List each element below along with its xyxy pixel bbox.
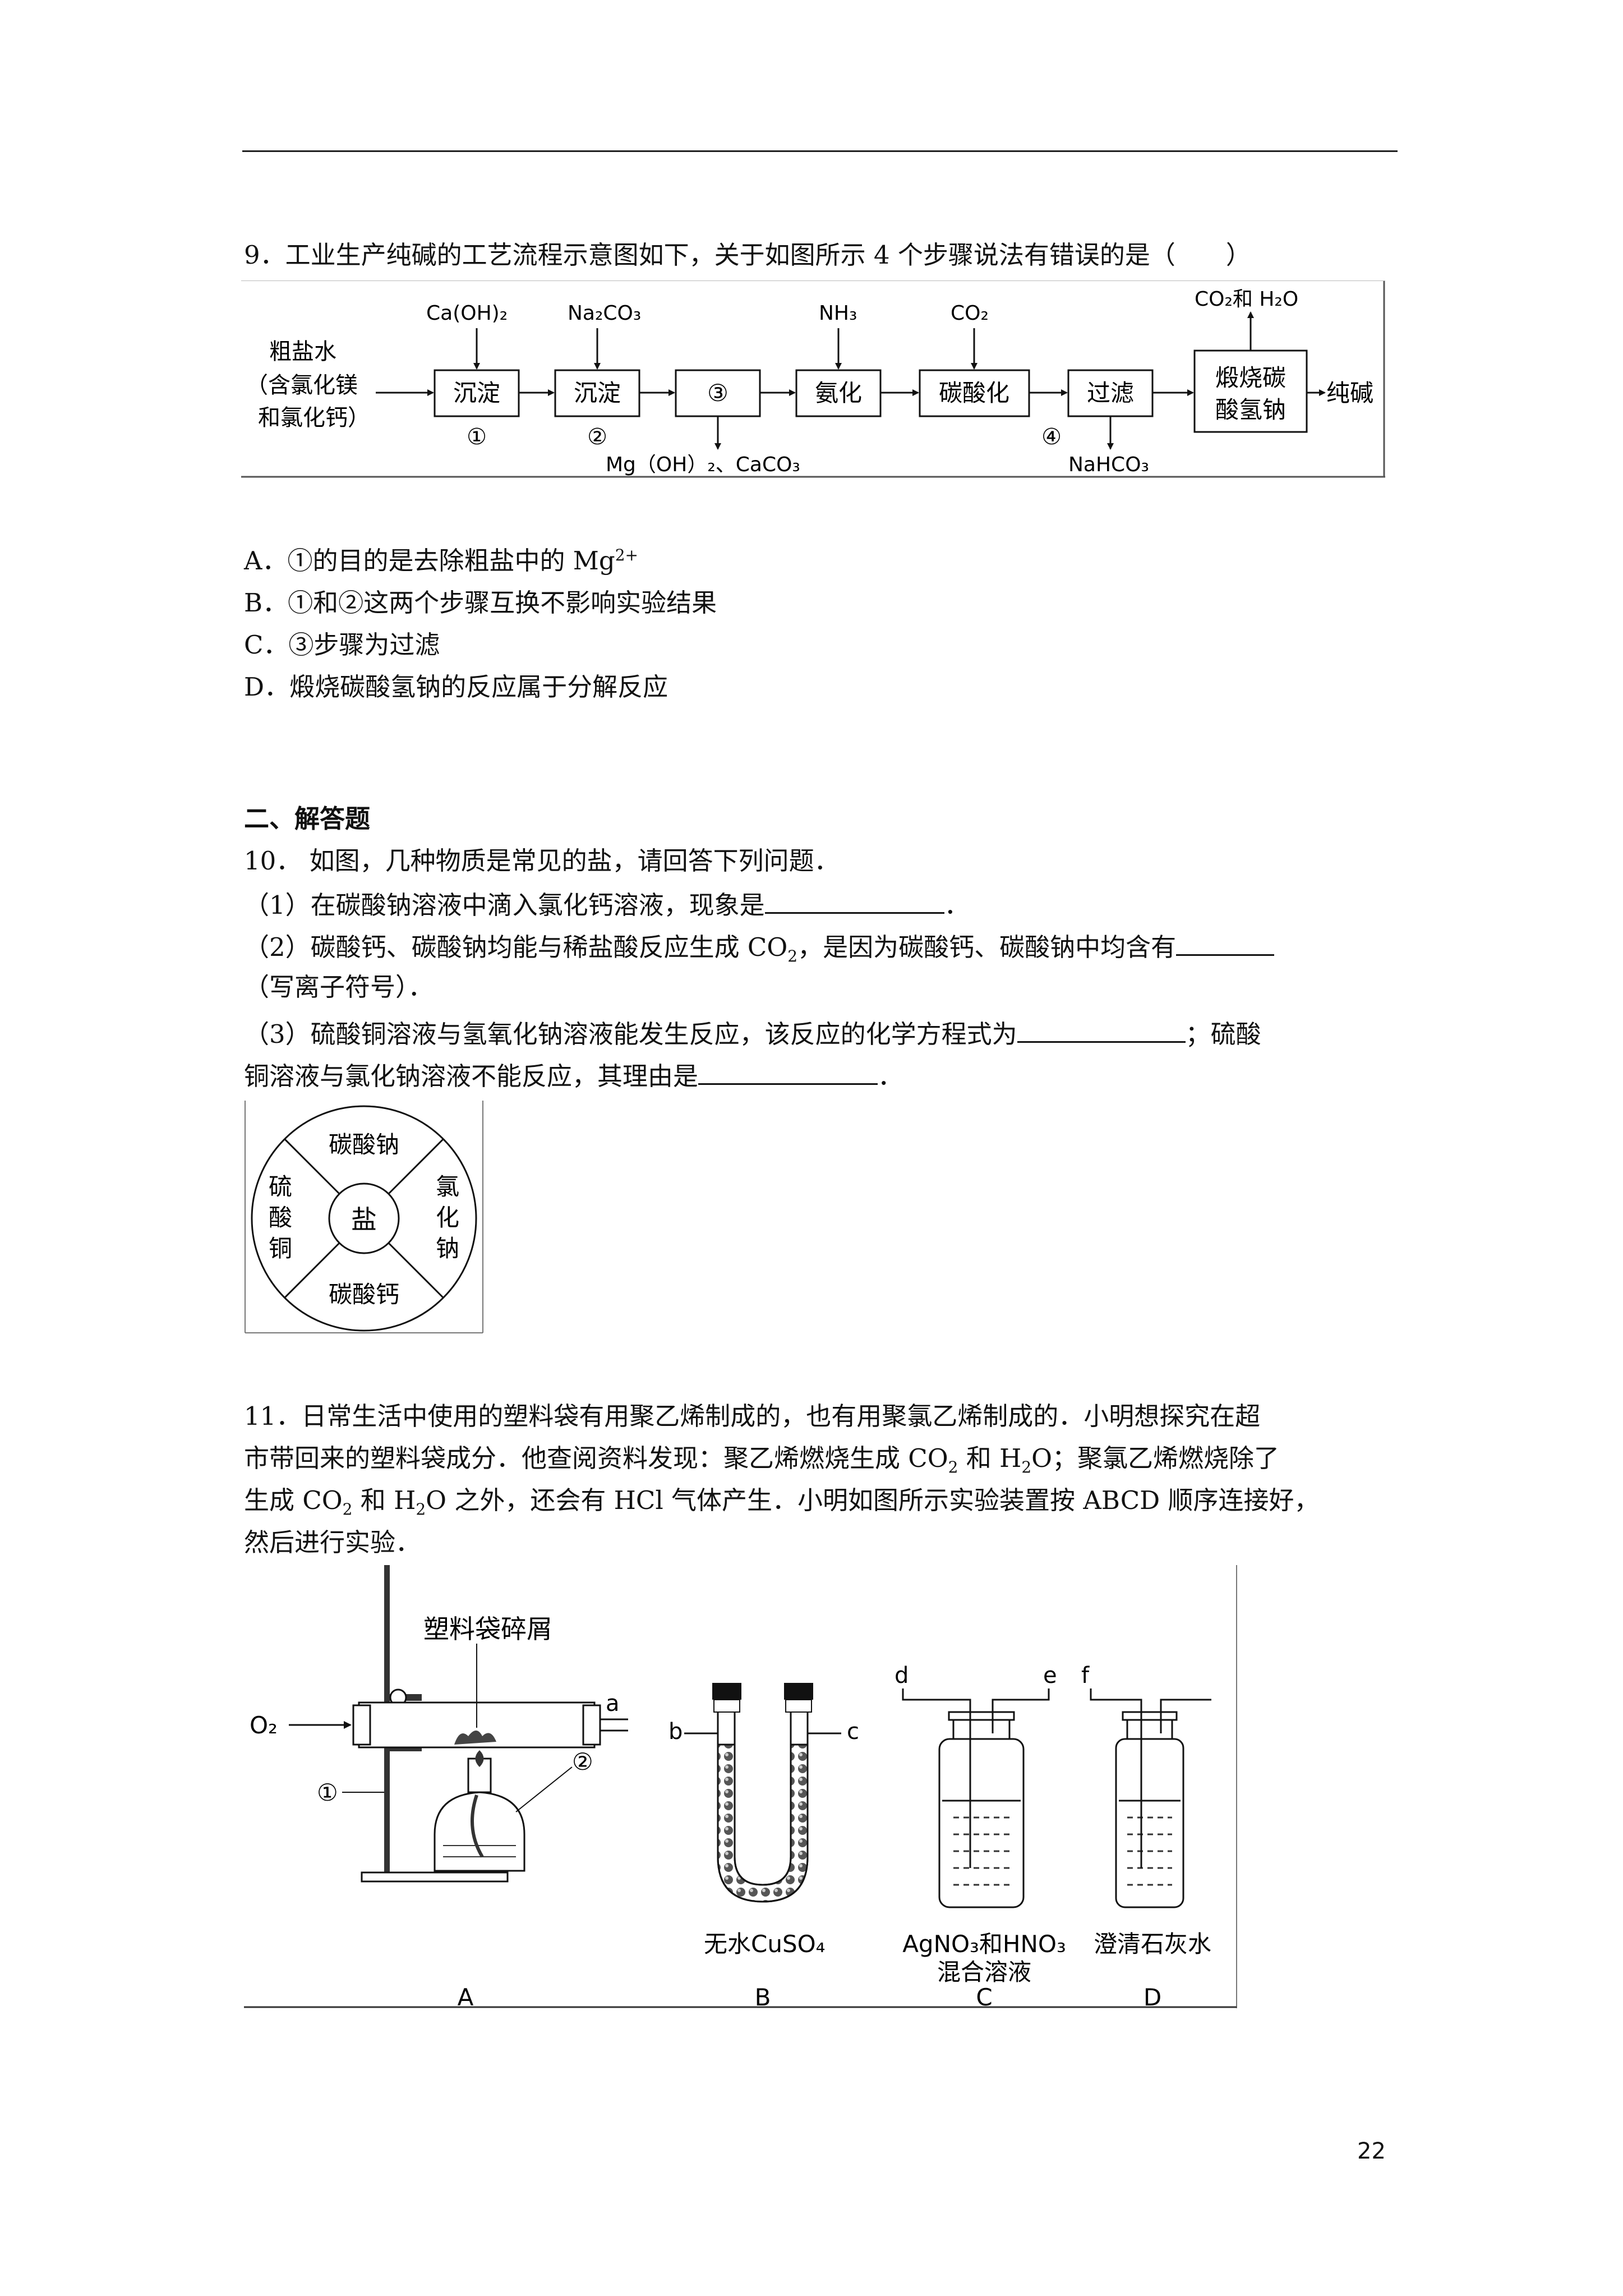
q9-option-c: C．③步骤为过滤 xyxy=(244,630,440,660)
q10-part1: （1）在碳酸钠溶液中滴入氯化钙溶液，现象是． xyxy=(244,886,970,922)
apparatus-e: e xyxy=(1043,1663,1057,1688)
flow-in-5: CO₂ xyxy=(951,302,989,325)
apparatus-b: b xyxy=(668,1719,683,1745)
flow-out-3: Mg（OH）₂、CaCO₃ xyxy=(606,453,800,476)
apparatus-f: f xyxy=(1081,1663,1090,1688)
q9-option-b: B．①和②这两个步骤互换不影响实验结果 xyxy=(244,588,717,618)
flow-step-2: ② xyxy=(587,424,607,450)
flow-box-3: ③ xyxy=(707,379,728,407)
wheel-bottom: 碳酸钙 xyxy=(329,1281,399,1308)
label-b: 无水CuSO₄ xyxy=(704,1930,826,1958)
apparatus-c: c xyxy=(847,1719,859,1745)
q10-part2: （2）碳酸钙、碳酸钠均能与稀盐酸反应生成 CO2，是因为碳酸钙、碳酸钠中均含有 xyxy=(244,928,1275,964)
answer-blank-3[interactable] xyxy=(1017,1015,1186,1043)
flow-in-4: NH₃ xyxy=(819,302,857,325)
q11-line2: 市带回来的塑料袋成分．他查阅资料发现：聚乙烯燃烧生成 CO2 和 H2O；聚氯乙… xyxy=(244,1443,1280,1476)
label-c-2: 混合溶液 xyxy=(937,1958,1031,1986)
salt-wheel-diagram: 盐 碳酸钠 碳酸钙 氯 化 钠 硫 酸 铜 xyxy=(245,1101,483,1333)
wheel-center: 盐 xyxy=(351,1204,377,1235)
flow-step-1: ① xyxy=(467,424,487,450)
caption-b: B xyxy=(755,1984,771,2011)
flow-feed-2: （含氯化镁 xyxy=(246,372,358,398)
q10-part3-line2: 铜溶液与氯化钠溶液不能反应，其理由是． xyxy=(244,1057,903,1093)
wheel-right-3: 钠 xyxy=(436,1235,459,1262)
apparatus-title: 塑料袋碎屑 xyxy=(423,1614,552,1644)
q11-line3: 生成 CO2 和 H2O 之外，还会有 HCl 气体产生．小明如图所示实验装置按… xyxy=(244,1485,1320,1519)
wheel-left-2: 酸 xyxy=(269,1204,292,1231)
flow-product: 纯碱 xyxy=(1326,379,1373,407)
apparatus-mark-1: ① xyxy=(317,1779,338,1806)
flow-out-6: NaHCO₃ xyxy=(1068,453,1149,476)
section-heading: 二、解答题 xyxy=(244,804,371,834)
answer-blank-2[interactable] xyxy=(1176,928,1275,956)
wheel-left-1: 硫 xyxy=(269,1173,292,1200)
q10-part2-line2: （写离子符号）． xyxy=(244,972,434,1002)
apparatus-mark-2: ② xyxy=(572,1748,593,1775)
flow-out-7: CO₂和 H₂O xyxy=(1195,288,1298,311)
apparatus-a: a xyxy=(606,1691,620,1717)
flow-box-1: 沉淀 xyxy=(453,379,500,407)
page-number: 22 xyxy=(1357,2138,1386,2164)
wheel-right-1: 氯 xyxy=(436,1173,459,1200)
label-d: 澄清石灰水 xyxy=(1094,1930,1211,1958)
q9-flow-diagram: 粗盐水 （含氯化镁 和氯化钙） 沉淀 沉淀 ③ 氨化 碳酸化 过滤 煅烧碳 酸氢… xyxy=(241,280,1385,478)
flow-box-6: 过滤 xyxy=(1087,379,1134,407)
answer-blank-1[interactable] xyxy=(764,886,944,914)
flow-box-7a: 煅烧碳 xyxy=(1215,364,1286,392)
flow-box-7b: 酸氢钠 xyxy=(1215,396,1286,424)
apparatus-d: d xyxy=(895,1663,909,1688)
header-rule xyxy=(242,150,1398,152)
caption-d: D xyxy=(1144,1984,1161,2011)
q9-option-d: D．煅烧碳酸氢钠的反应属于分解反应 xyxy=(244,672,668,702)
caption-a: A xyxy=(458,1984,474,2011)
answer-blank-4[interactable] xyxy=(698,1057,878,1085)
flow-in-1: Ca(OH)₂ xyxy=(426,302,508,325)
flow-feed-1: 粗盐水 xyxy=(269,339,336,365)
flow-box-4: 氨化 xyxy=(815,379,862,407)
label-c-1: AgNO₃和HNO₃ xyxy=(902,1930,1066,1958)
flow-step-4: ④ xyxy=(1041,424,1062,450)
wheel-right-2: 化 xyxy=(436,1204,459,1231)
wheel-top: 碳酸钠 xyxy=(329,1131,399,1158)
flow-in-2: Na₂CO₃ xyxy=(568,302,641,325)
q11-line4: 然后进行实验． xyxy=(244,1527,421,1557)
q9-option-a: A．①的目的是去除粗盐中的 Mg2+ xyxy=(244,546,638,576)
q11-apparatus-diagram: O₂ 塑料袋碎屑 a ① ② A b c 无水CuSO₄ B d e AgNO₃… xyxy=(244,1565,1237,2011)
q11-line1: 11．日常生活中使用的塑料袋有用聚乙烯制成的，也有用聚氯乙烯制成的．小明想探究在… xyxy=(244,1401,1261,1431)
q9-stem: 9．工业生产纯碱的工艺流程示意图如下，关于如图所示 4 个步骤说法有错误的是（ … xyxy=(244,240,1251,270)
flow-box-2: 沉淀 xyxy=(574,379,621,407)
caption-c: C xyxy=(976,1984,992,2011)
q10-stem: 10． 如图，几种物质是常见的盐，请回答下列问题． xyxy=(244,846,840,876)
flow-feed-3: 和氯化钙） xyxy=(258,405,370,431)
wheel-left-3: 铜 xyxy=(269,1235,292,1262)
apparatus-o2: O₂ xyxy=(250,1711,278,1739)
flow-box-5: 碳酸化 xyxy=(939,379,1009,407)
q10-part3: （3）硫酸铜溶液与氢氧化钠溶液能发生反应，该反应的化学方程式为；硫酸 xyxy=(244,1015,1261,1051)
